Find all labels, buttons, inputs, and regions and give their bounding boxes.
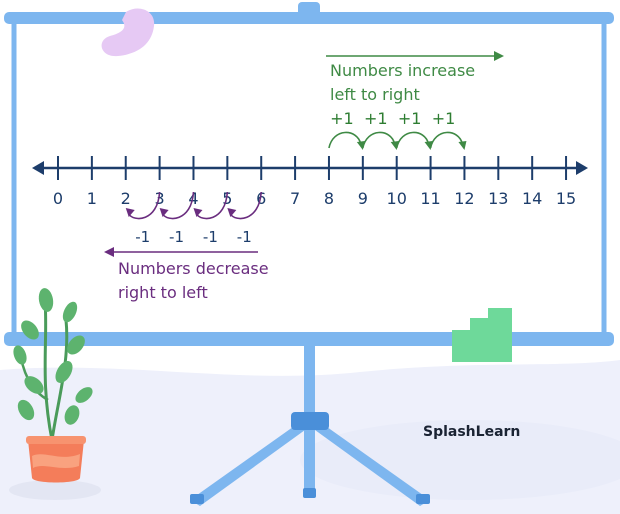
increase-hop-arc	[362, 131, 396, 149]
decrease-annotation: -1 -1 -1 -1 Numbers decrease right to left	[104, 191, 269, 302]
decrease-hop-arrowhead	[227, 208, 237, 217]
tick-label-11: 11	[420, 189, 440, 208]
tick-label-12: 12	[454, 189, 474, 208]
decrease-hop-arrowhead	[159, 208, 169, 217]
increase-hop-arc	[328, 131, 362, 149]
decorative-block	[452, 308, 512, 362]
tick-label-13: 13	[488, 189, 508, 208]
decrease-hop-arc	[229, 191, 263, 220]
tick-label-9: 9	[358, 189, 368, 208]
decrease-hop-arrowhead	[125, 208, 135, 217]
increase-hop-arrowhead	[458, 141, 467, 150]
tick-label-1: 1	[87, 189, 97, 208]
increase-step-label: +1	[330, 109, 354, 128]
tick-label-10: 10	[387, 189, 407, 208]
decrease-hop-arrowhead	[193, 208, 203, 217]
increase-step-label: +1	[398, 109, 422, 128]
decrease-step-label: -1	[169, 228, 184, 246]
decrease-hop-arc	[128, 191, 161, 220]
decrease-hop-arc	[195, 191, 229, 220]
increase-step-label: +1	[432, 109, 456, 128]
decrease-arrowhead	[104, 247, 114, 257]
number-line-left-arrow	[32, 161, 44, 175]
decrease-caption-line1: Numbers decrease	[118, 259, 269, 278]
floor-shadow	[300, 420, 620, 500]
increase-caption-line2: left to right	[330, 85, 420, 104]
increase-hop-arc	[429, 131, 464, 149]
increase-hop-arc	[395, 131, 430, 149]
increase-step-label: +1	[364, 109, 388, 128]
decrease-step-label: -1	[203, 228, 218, 246]
decrease-step-label: -1	[237, 228, 252, 246]
number-line-right-arrow	[576, 161, 588, 175]
increase-arrowhead	[494, 51, 504, 61]
whiteboard	[4, 2, 614, 346]
tripod-stand	[190, 340, 430, 506]
tick-label-2: 2	[121, 189, 131, 208]
tick-label-7: 7	[290, 189, 300, 208]
potted-plant	[9, 288, 101, 500]
decrease-hop-arc	[161, 191, 195, 220]
tick-label-14: 14	[522, 189, 542, 208]
tick-label-0: 0	[53, 189, 63, 208]
increase-annotation: Numbers increase left to right +1 +1 +1 +1	[326, 51, 504, 150]
brand-logo-text: SplashLearn	[423, 424, 520, 440]
increase-caption-line1: Numbers increase	[330, 61, 475, 80]
decrease-step-label: -1	[135, 228, 150, 246]
tick-label-15: 15	[556, 189, 576, 208]
decorative-blob	[101, 8, 155, 57]
decrease-caption-line2: right to left	[118, 283, 208, 302]
tick-label-8: 8	[324, 189, 334, 208]
